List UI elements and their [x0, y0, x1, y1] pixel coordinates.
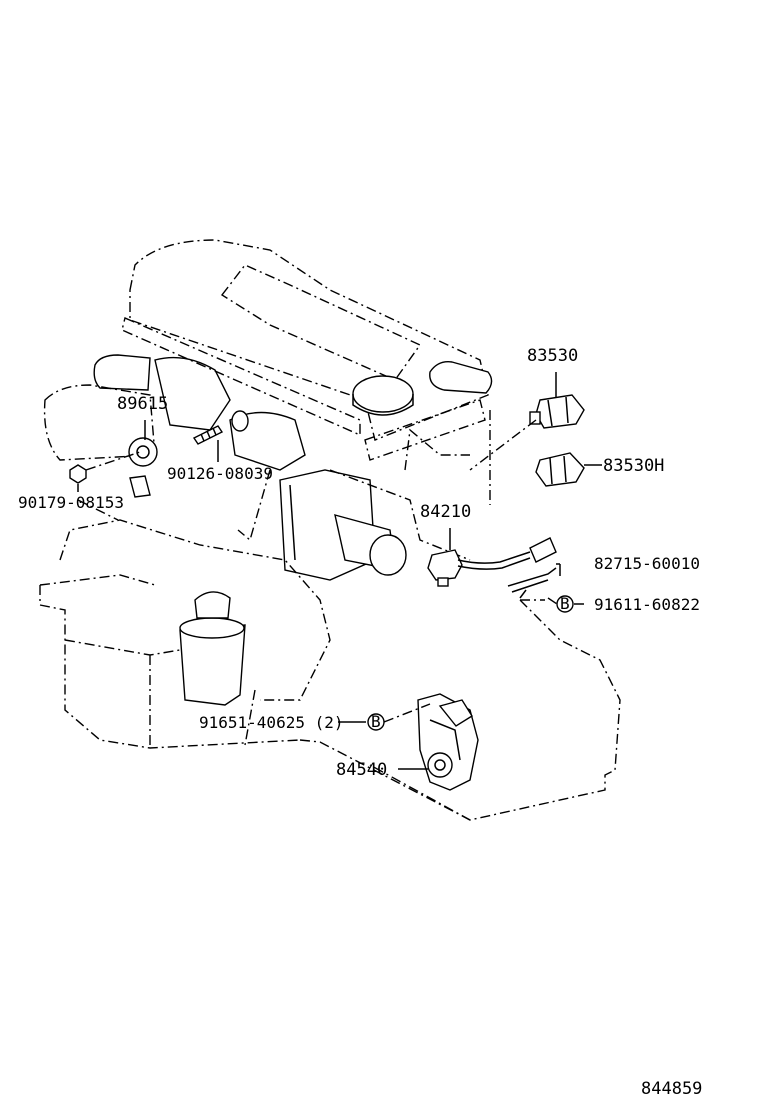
- engine-assembly: [39, 239, 621, 821]
- leader-lines: [77, 419, 558, 723]
- bolt-91651: B: [338, 712, 385, 731]
- label-83530h: 83530H: [603, 456, 664, 476]
- label-90126-08039: 90126-08039: [167, 464, 273, 483]
- label-84210: 84210: [420, 502, 471, 522]
- label-91651-40625: 91651-40625 (2): [199, 713, 344, 732]
- oil-pressure-sender-83530: [529, 372, 585, 429]
- label-89615: 89615: [117, 394, 168, 414]
- nut-90179: [69, 464, 87, 492]
- clamp-82715: [507, 563, 561, 599]
- stud-bolt-90126: [192, 425, 224, 462]
- switch-84210: [427, 528, 557, 587]
- oil-pressure-sender-83530h: [535, 452, 602, 487]
- bolt-mark-91611: B: [560, 594, 570, 613]
- figure-id: 844859: [641, 1079, 702, 1099]
- label-90179-08153: 90179-08153: [18, 493, 124, 512]
- label-91611-60822: 91611-60822: [594, 595, 700, 614]
- neutral-start-switch-84540: [398, 693, 479, 791]
- bolt-91611: B: [556, 594, 584, 613]
- label-83530: 83530: [527, 346, 578, 366]
- bolt-mark-91651: B: [371, 712, 381, 731]
- label-84540: 84540: [336, 760, 387, 780]
- label-82715-60010: 82715-60010: [594, 554, 700, 573]
- knock-sensor-89615: [128, 420, 158, 498]
